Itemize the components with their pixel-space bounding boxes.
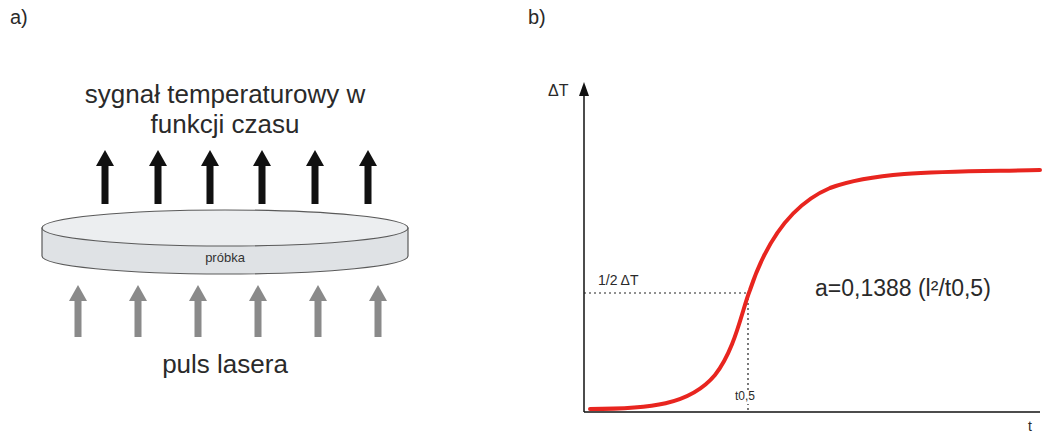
axis-label: t (1028, 418, 1032, 434)
diffusivity-formula: a=0,1388 (l²/t0,5) (812, 275, 994, 301)
disc-outline (40, 208, 410, 276)
panel-letter: b) (528, 6, 546, 29)
half-level-label: 1/2 ΔT (596, 272, 640, 288)
sample-label: próbka (40, 250, 410, 265)
signal-caption: sygnał temperaturowy w funkcji czasu (75, 80, 375, 140)
laser-caption: puls lasera (75, 350, 375, 380)
panel-letter: a) (10, 6, 28, 29)
temperature-curve (590, 170, 1040, 409)
sample-disc: próbka (40, 208, 410, 276)
axis-label: ΔT (548, 82, 568, 100)
chart-axes (579, 82, 1040, 412)
guide-lines (584, 293, 748, 410)
half-time-label: t0,5 (733, 390, 757, 404)
